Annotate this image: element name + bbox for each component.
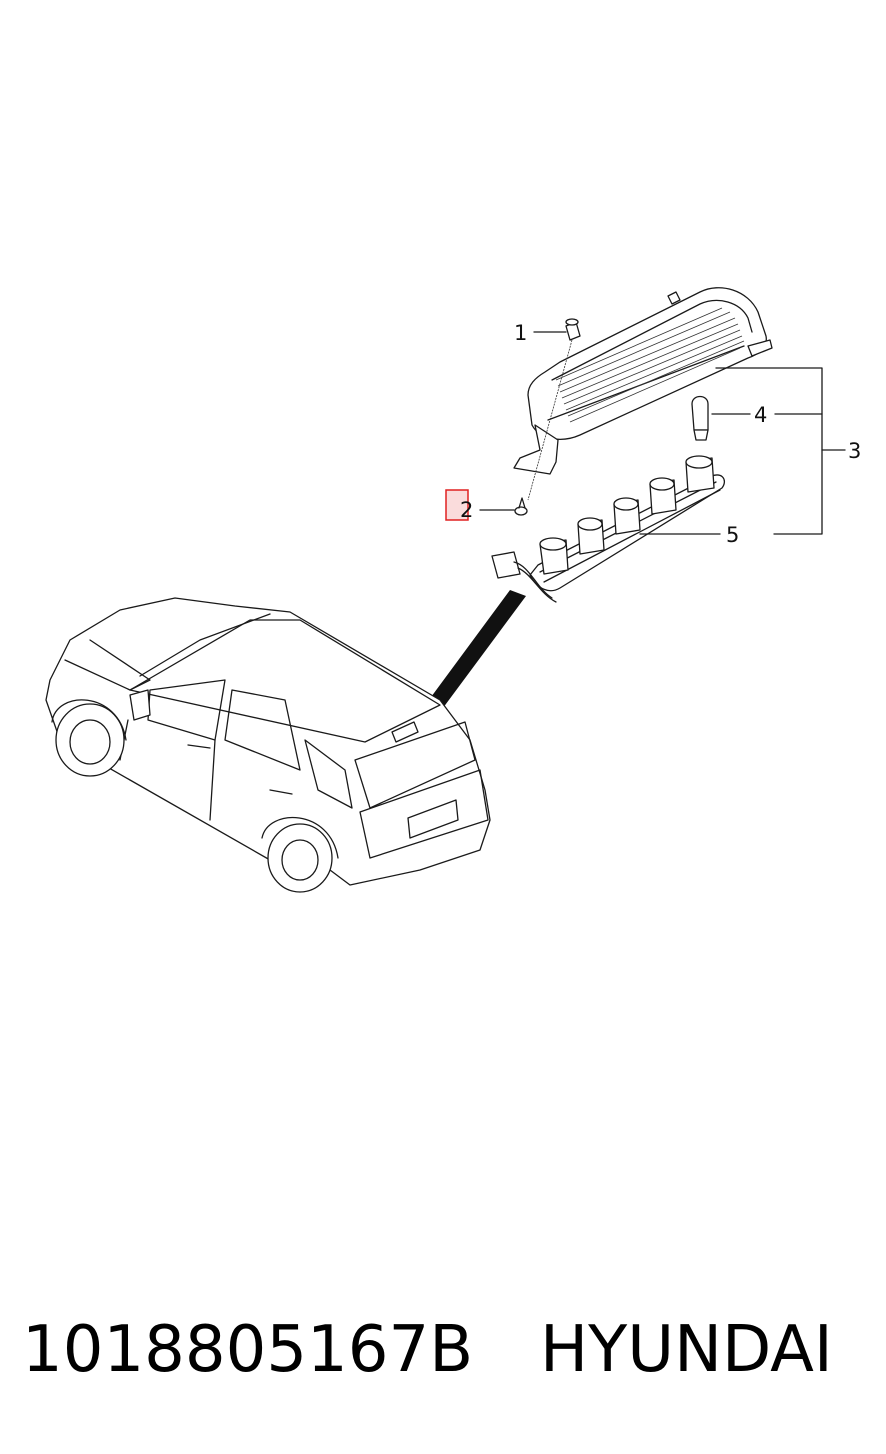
highlight-box [445, 489, 469, 521]
bulb-part-4 [691, 395, 709, 441]
part-number: 1018805167B [22, 1313, 474, 1387]
callout-3: 3 [848, 439, 861, 463]
clip-part-1 [527, 318, 581, 501]
screw-part-2 [514, 497, 528, 516]
callout-4: 4 [754, 403, 767, 427]
vehicle-outline [45, 597, 491, 893]
callout-5: 5 [726, 523, 739, 547]
stop-lamp-housing [513, 287, 773, 475]
callout-1: 1 [514, 321, 527, 345]
leader-lines [479, 331, 846, 535]
brand-name: HYUNDAI [540, 1313, 833, 1387]
wiring-harness-part-5 [491, 455, 726, 603]
callout-2: 2 [460, 498, 473, 522]
